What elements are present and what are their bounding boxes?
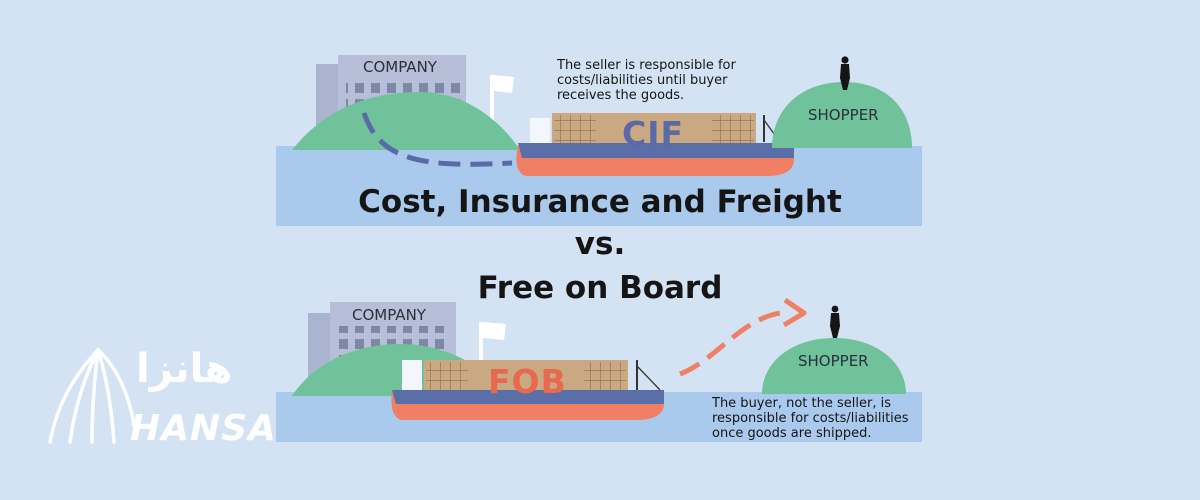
- bottom-ship-label: FOB: [488, 362, 567, 401]
- bottom-note-line-2: responsible for costs/liabilities: [712, 411, 909, 426]
- headline-line-2: vs.: [574, 226, 626, 262]
- ship-icon: [391, 360, 664, 420]
- person-icon: [830, 305, 840, 338]
- ship-icon: [516, 113, 794, 176]
- right-hill: [772, 82, 912, 148]
- logo-arabic-text: هانزا: [136, 346, 233, 392]
- bottom-note-line-1: The buyer, not the seller, is: [712, 396, 891, 411]
- headline-line-3: Free on Board: [477, 270, 723, 306]
- bottom-note-line-3: once goods are shipped.: [712, 426, 872, 441]
- headline-line-1: Cost, Insurance and Freight: [358, 184, 842, 220]
- bottom-shopper-label: SHOPPER: [798, 352, 869, 370]
- hansa-sail-logo-icon: [48, 348, 136, 444]
- person-icon: [840, 56, 850, 90]
- top-shopper-label: SHOPPER: [808, 106, 879, 124]
- dashed-route-arrow-icon: [679, 297, 807, 377]
- top-ship-label: CIF: [622, 114, 685, 153]
- right-hill: [762, 338, 906, 394]
- bottom-company-label: COMPANY: [352, 306, 426, 324]
- top-company-label: COMPANY: [363, 58, 437, 76]
- logo-wordmark: HANSA: [130, 408, 277, 449]
- top-note-line-1: The seller is responsible for: [557, 58, 736, 73]
- bottom-note: The buyer, not the seller, is responsibl…: [712, 396, 932, 441]
- top-note-line-2: costs/liabilities until buyer: [557, 73, 728, 88]
- dashed-route-icon: [361, 112, 513, 167]
- bottom-panel-fob: [276, 297, 922, 442]
- top-panel-cif: [276, 55, 922, 226]
- top-note-line-3: receives the goods.: [557, 88, 685, 103]
- left-hill: [292, 92, 520, 150]
- top-note: The seller is responsible for costs/liab…: [557, 58, 777, 103]
